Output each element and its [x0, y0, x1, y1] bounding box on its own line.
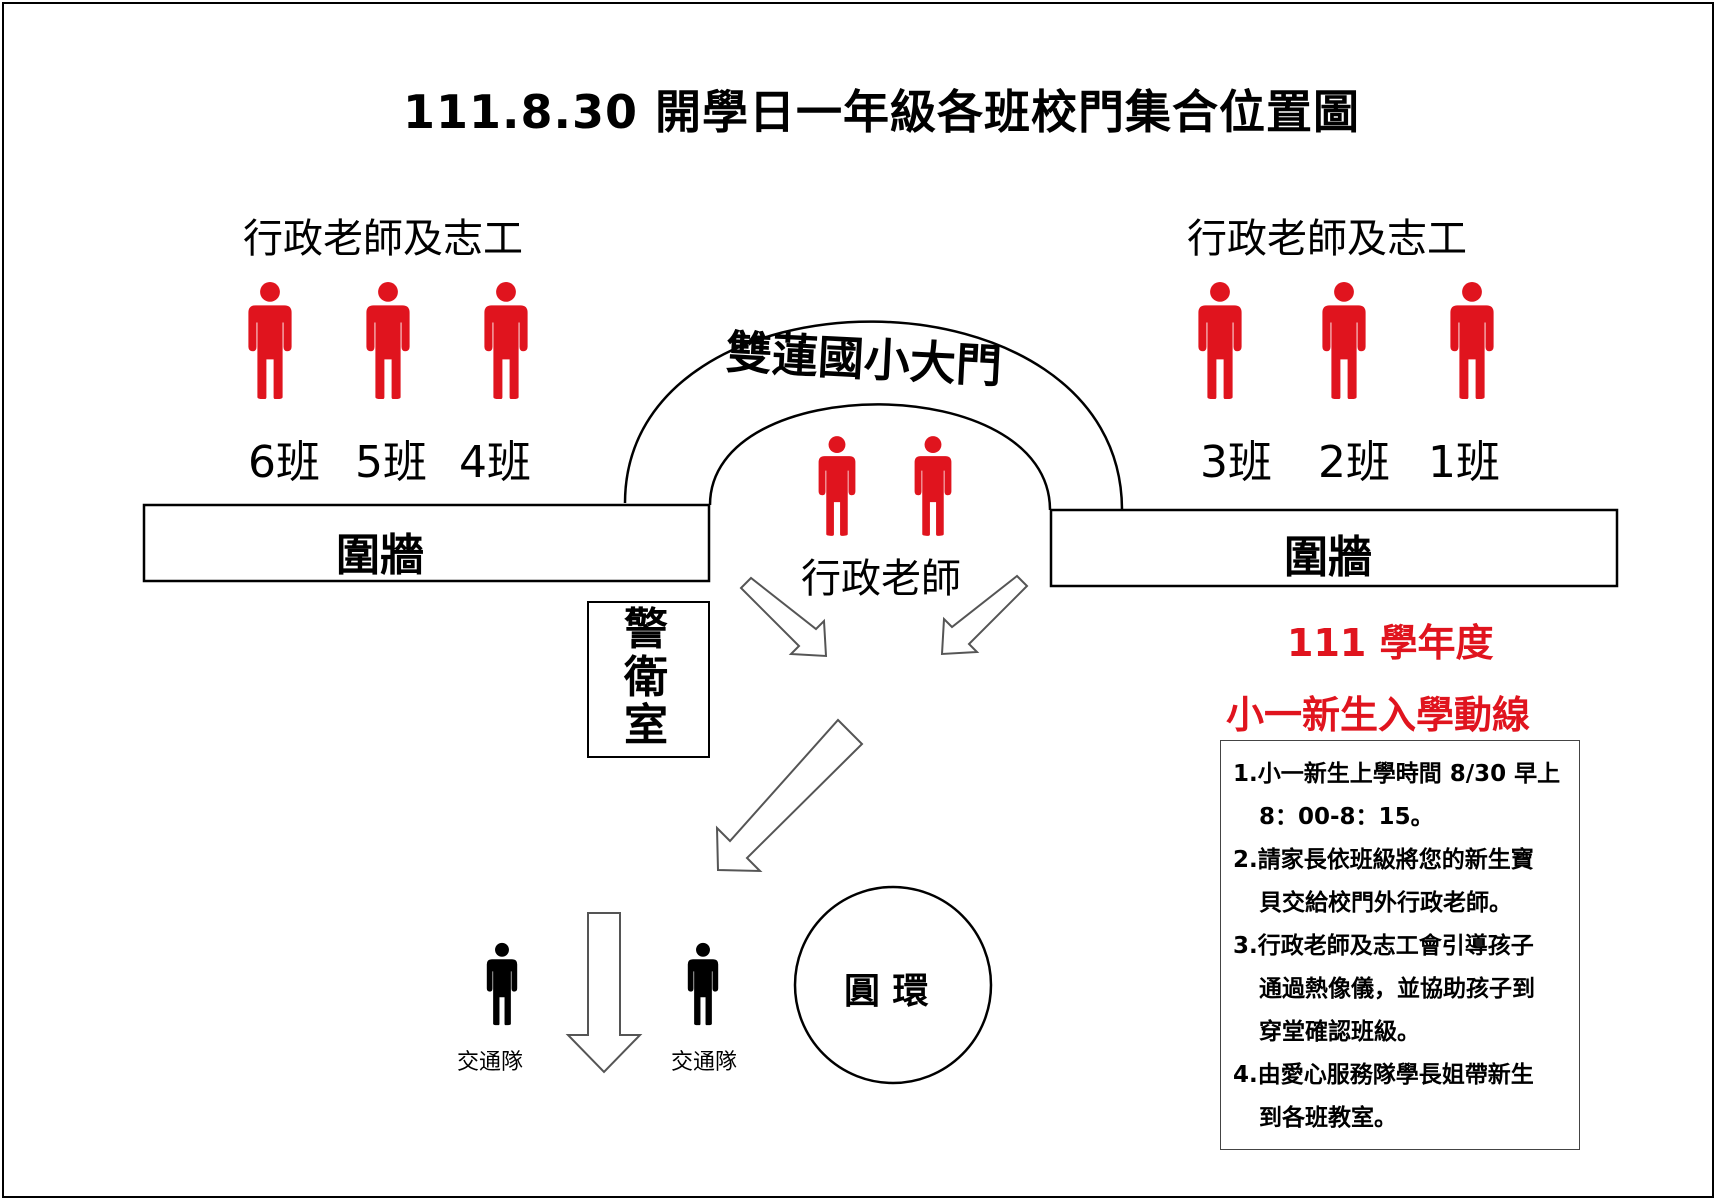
person-icon: [366, 282, 410, 399]
note-line: 通過熱像儀，並協助孩子到: [1259, 976, 1535, 1002]
note-item: 3.行政老師及志工會引導孩子通過熱像儀，並協助孩子到穿堂確認班級。: [1233, 925, 1571, 1054]
wall-left-label: 圍牆: [336, 530, 424, 581]
route-heading-title: 小一新生入學動線: [1226, 693, 1531, 737]
note-line: 到各班教室。: [1259, 1105, 1397, 1131]
class-label: 4班: [459, 437, 531, 488]
gate-outer-arch: [623, 320, 1124, 511]
roundabout-label: 圓 環: [844, 971, 929, 1012]
arrow-icon: [715, 718, 864, 873]
notes-box: 1.小一新生上學時間 8/30 早上 8：00-8：15。 2.請家長依班級將您的新…: [1220, 740, 1580, 1150]
gate-staff-label: 行政老師: [801, 556, 961, 602]
class-label: 5班: [355, 437, 427, 488]
note-line: 2.請家長依班級將您的新生寶: [1233, 847, 1534, 873]
person-icon: [687, 942, 719, 1026]
class-label: 3班: [1200, 437, 1272, 488]
person-icon: [914, 436, 952, 536]
person-icon: [484, 282, 528, 399]
note-line: 貝交給校門外行政老師。: [1259, 890, 1512, 916]
person-icon: [1322, 282, 1366, 399]
note-item: 2.請家長依班級將您的新生寶貝交給校門外行政老師。: [1233, 839, 1571, 925]
person-icon: [1450, 282, 1494, 399]
arrow-icon: [940, 574, 1029, 656]
right-group-label: 行政老師及志工: [1187, 216, 1467, 262]
traffic-team-label: 交通隊: [457, 1050, 524, 1075]
guard-room-label: 警 衛 室: [624, 604, 668, 751]
route-heading-year: 111 學年度: [1287, 621, 1494, 665]
class-label: 6班: [248, 437, 320, 488]
arrow-icon: [739, 576, 828, 658]
wall-left: [142, 503, 711, 583]
person-icon: [248, 282, 292, 399]
wall-right: [1049, 508, 1619, 588]
note-line: 穿堂確認班級。: [1259, 1019, 1420, 1045]
note-line: 1.小一新生上學時間 8/30 早上: [1233, 761, 1561, 787]
page-title: 111.8.30 開學日一年級各班校門集合位置圖: [403, 85, 1361, 139]
note-item: 4.由愛心服務隊學長姐帶新生到各班教室。: [1233, 1054, 1571, 1140]
note-line: 3.行政老師及志工會引導孩子: [1233, 933, 1534, 959]
class-label: 1班: [1428, 437, 1500, 488]
gate-inner-arch: [708, 403, 1052, 511]
note-line: 8：00-8：15。: [1259, 804, 1434, 830]
left-group-label: 行政老師及志工: [243, 216, 523, 262]
traffic-team-label: 交通隊: [671, 1050, 738, 1075]
person-icon: [818, 436, 856, 536]
person-icon: [486, 942, 518, 1026]
roundabout: [793, 885, 993, 1085]
arrow-icon: [565, 912, 643, 1074]
person-icon: [1198, 282, 1242, 399]
note-item: 1.小一新生上學時間 8/30 早上 8：00-8：15。: [1233, 753, 1571, 839]
guard-room: [587, 601, 710, 758]
note-line: 4.由愛心服務隊學長姐帶新生: [1233, 1062, 1534, 1088]
wall-right-label: 圍牆: [1284, 532, 1372, 583]
class-label: 2班: [1318, 437, 1390, 488]
